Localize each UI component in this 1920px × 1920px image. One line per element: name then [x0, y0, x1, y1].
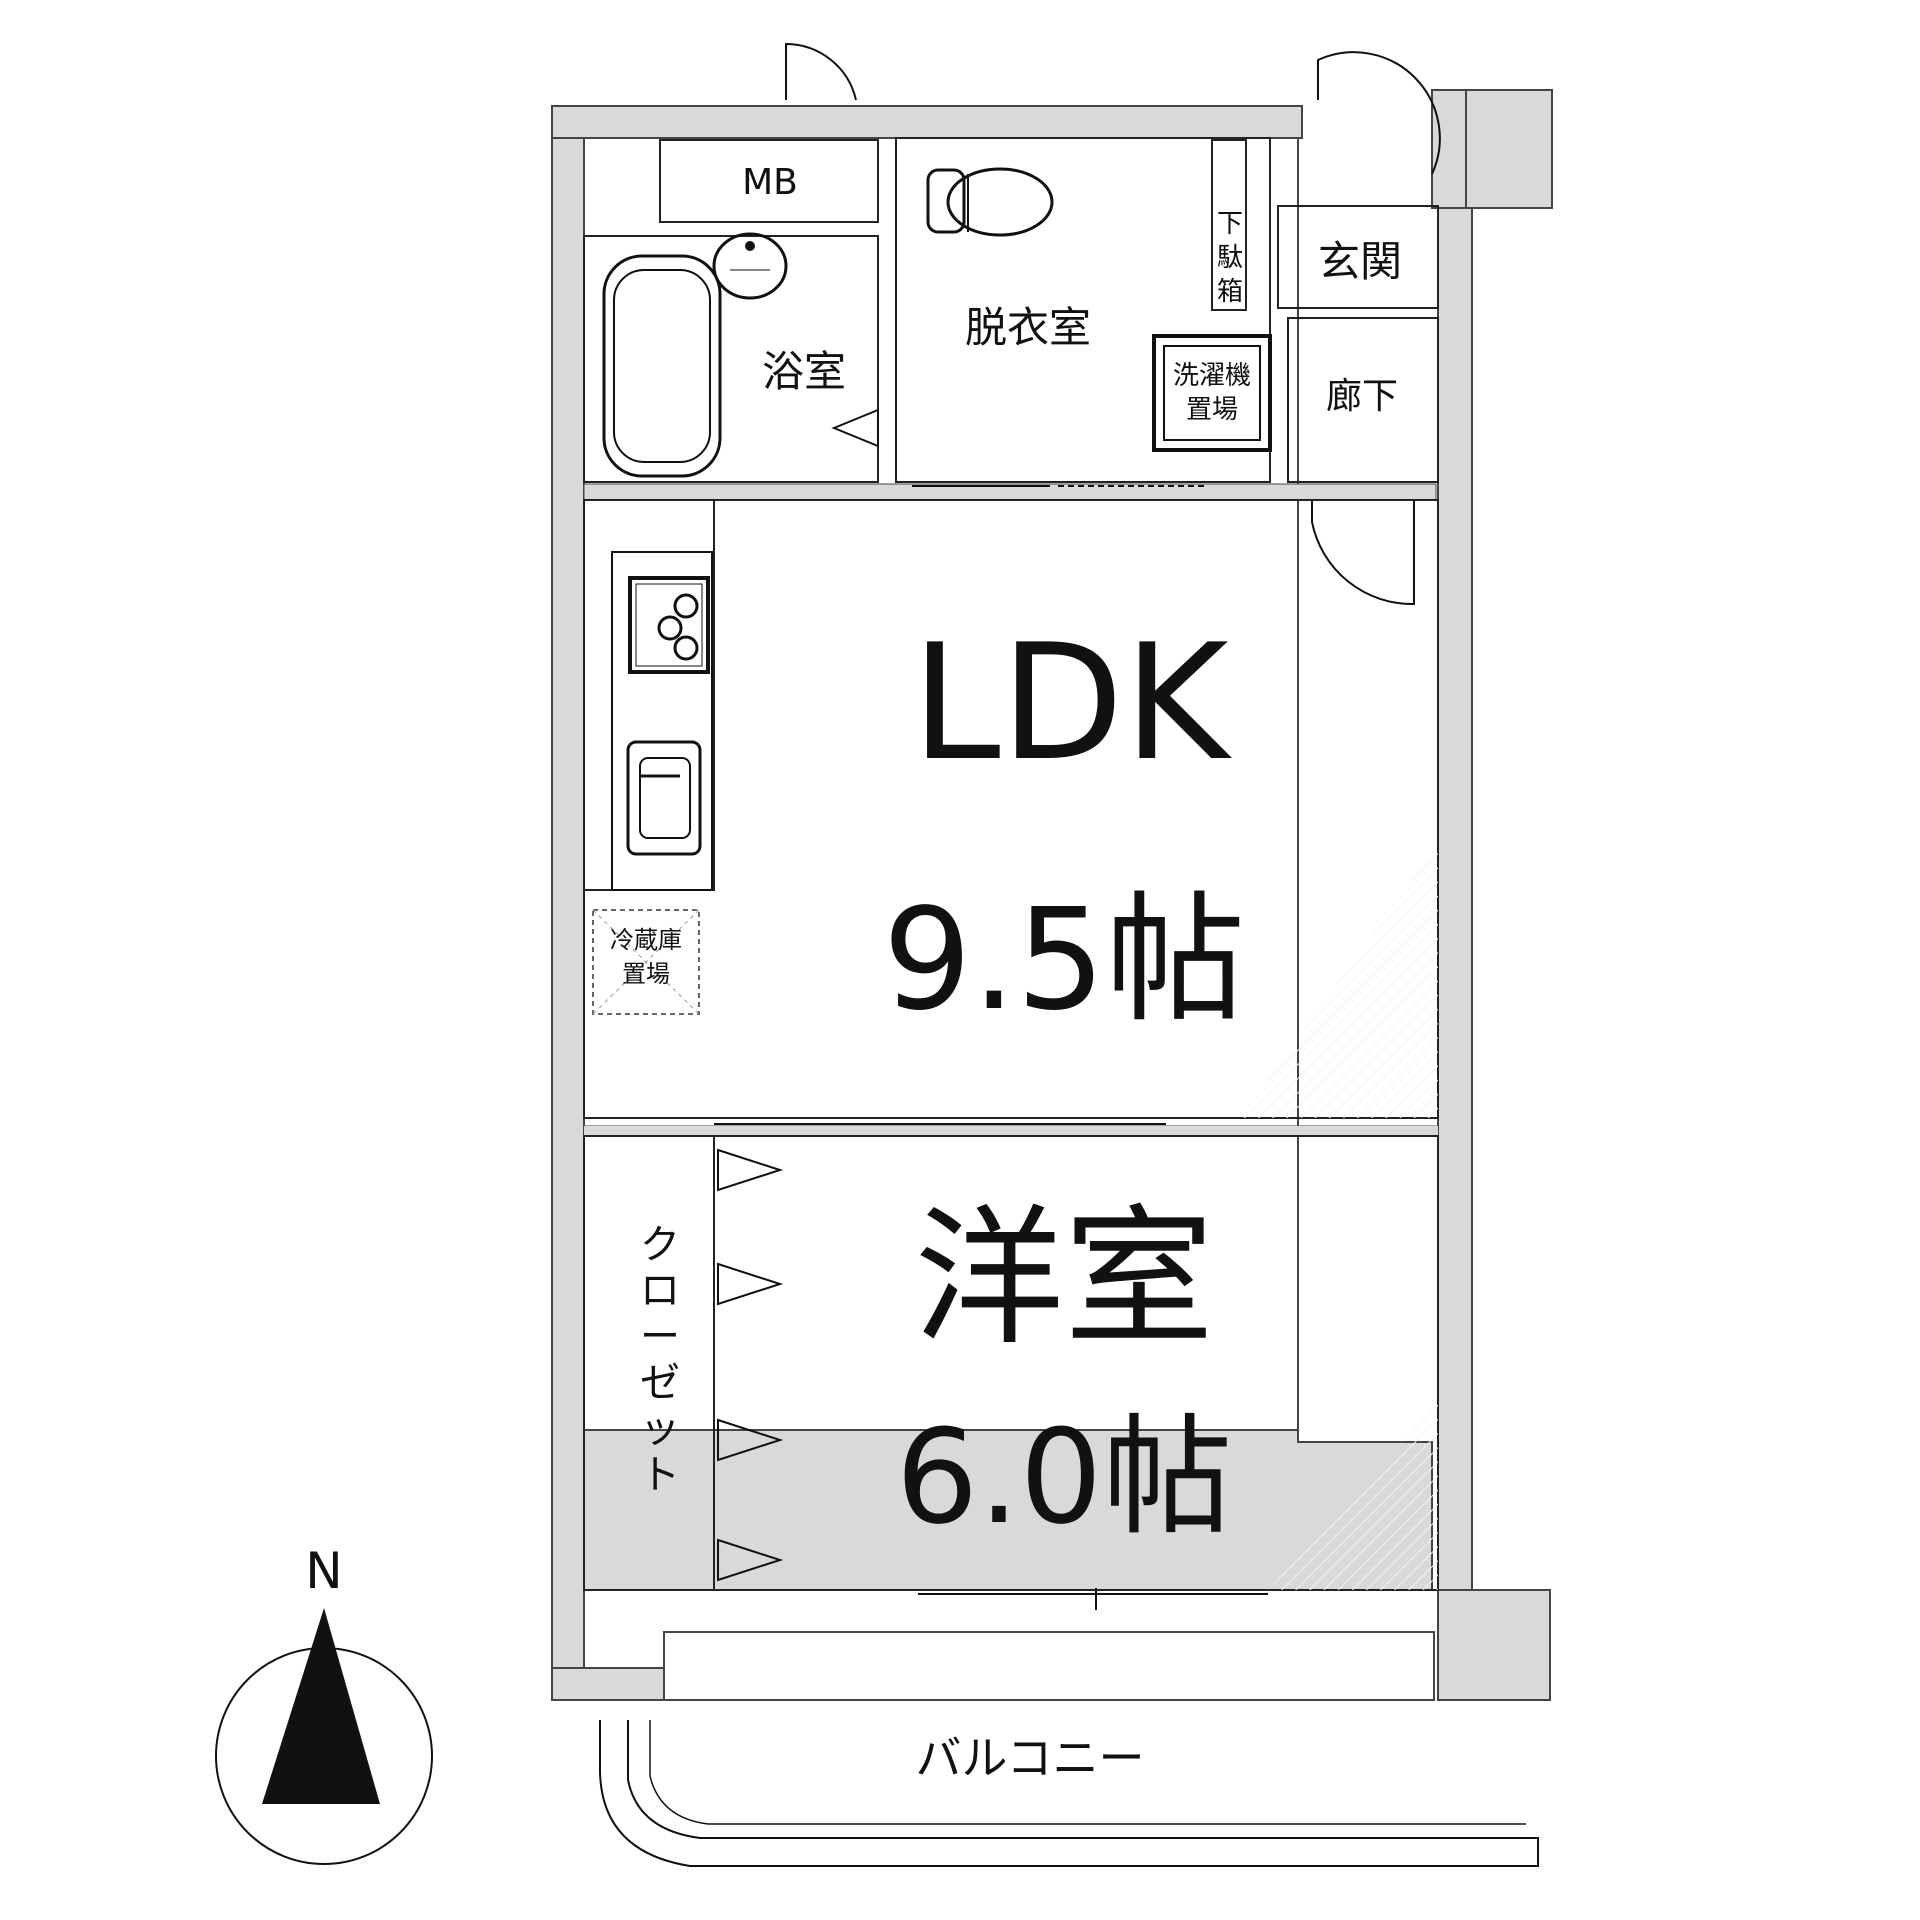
closet-label-char-2: ロ: [640, 1268, 680, 1314]
closet-label-char-3: ー: [640, 1314, 680, 1360]
toilet-icon: [926, 167, 1054, 237]
kitchen-counter: [583, 499, 715, 1015]
closet-label: ク ロ ー ゼ ッ ト: [640, 1222, 680, 1498]
closet-shelves: [717, 1148, 784, 1582]
western-room-size-label: 6.0帖: [896, 1401, 1233, 1553]
closet-label-char-5: ッ: [640, 1406, 680, 1452]
fridge-space-label: 冷蔵庫 置場: [610, 926, 682, 988]
outer-walls: [551, 89, 1553, 1701]
shoe-box-label-char-3: 箱: [1217, 277, 1243, 307]
hallway-label: 廊下: [1326, 376, 1398, 417]
closet-label-char-6: ト: [640, 1452, 680, 1498]
washer-space-label-line-1: 洗濯機: [1173, 361, 1251, 391]
room-partitions: [583, 137, 1439, 1701]
doors: [714, 42, 1441, 1610]
floor-hatch: [1240, 842, 1438, 1590]
shoe-box-label-char-2: 駄: [1217, 243, 1243, 273]
washer-space-label-line-2: 置場: [1186, 395, 1238, 425]
ldk-label: LDK: [911, 609, 1232, 796]
balcony-label: バルコニー: [915, 1731, 1144, 1785]
fridge-space-label-line-1: 冷蔵庫: [610, 926, 682, 954]
fridge-space-label-line-2: 置場: [622, 960, 670, 988]
closet-label-char-1: ク: [640, 1222, 680, 1268]
bathroom-fixtures: [602, 232, 788, 478]
shoe-box-label: 下 駄 箱: [1217, 209, 1243, 307]
closet-label-char-4: ゼ: [640, 1360, 680, 1406]
shoe-box-label-char-1: 下: [1217, 209, 1243, 239]
compass-label: N: [305, 1542, 342, 1600]
entrance-label: 玄関: [1318, 237, 1402, 286]
dressing-room-label: 脱衣室: [965, 303, 1091, 352]
washer-space: [1152, 334, 1272, 452]
mb-label: MB: [742, 162, 798, 203]
ldk-size-label: 9.5帖: [883, 879, 1246, 1042]
washer-space-label: 洗濯機 置場: [1173, 361, 1251, 425]
balcony: [599, 1720, 1539, 1867]
bathroom-label: 浴室: [762, 347, 846, 396]
western-room-label: 洋室: [914, 1192, 1214, 1366]
north-arrow-icon: [262, 1608, 380, 1804]
compass: N: [215, 1542, 433, 1865]
